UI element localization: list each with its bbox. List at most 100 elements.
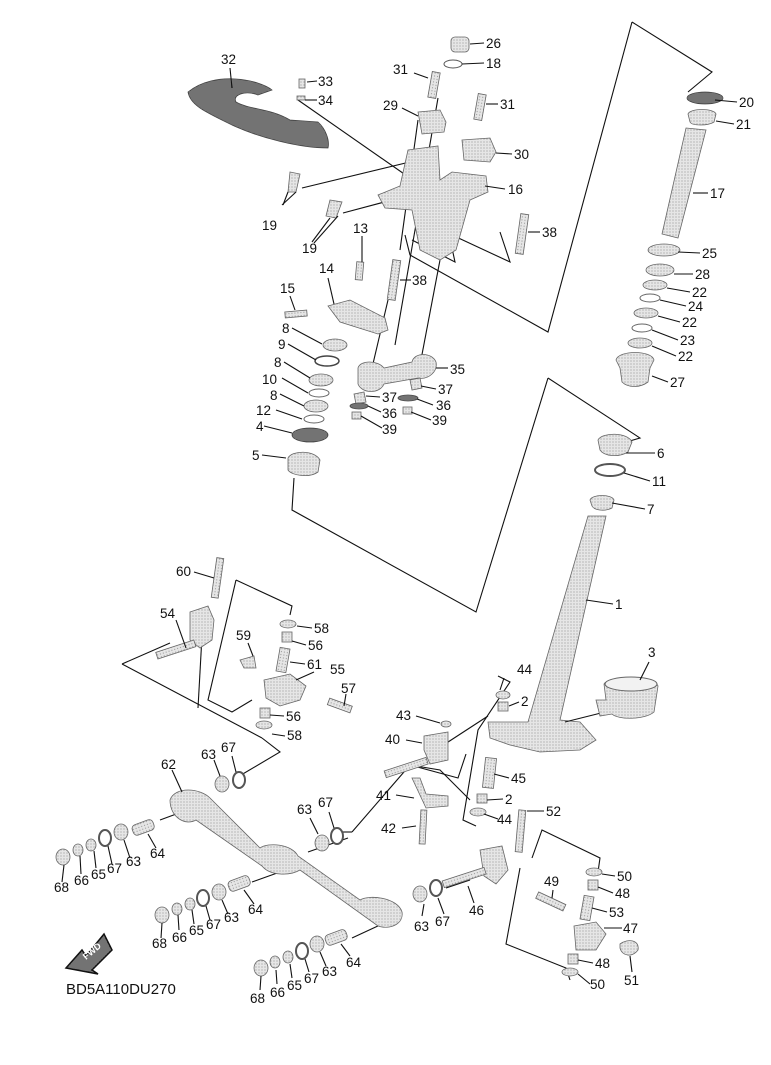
part-38-bolt-b[interactable] (386, 259, 402, 301)
callout-14[interactable]: 14 (319, 261, 335, 276)
part-40-arm[interactable] (423, 731, 449, 765)
callout-17[interactable]: 17 (710, 186, 725, 201)
part-63-washer-right[interactable] (412, 885, 428, 903)
callout-8-c[interactable]: 8 (270, 388, 278, 403)
part-54-arm[interactable] (189, 605, 215, 649)
part-59-clip[interactable] (239, 655, 257, 669)
callout-66-row1[interactable]: 66 (74, 873, 89, 888)
part-52-bolt[interactable] (514, 809, 527, 853)
callout-67-row3[interactable]: 67 (304, 971, 319, 986)
callout-67-row1[interactable]: 67 (107, 861, 122, 876)
callout-63-row3[interactable]: 63 (322, 964, 337, 979)
part-54-shaft[interactable] (155, 639, 197, 660)
part-24-ring[interactable] (639, 293, 661, 303)
callout-38-lower[interactable]: 38 (412, 273, 427, 288)
part-6-seal[interactable] (597, 433, 633, 456)
part-8-bearing-b[interactable] (308, 373, 334, 387)
part-14-arm[interactable] (327, 299, 389, 335)
callout-5[interactable]: 5 (252, 448, 260, 463)
callout-13[interactable]: 13 (353, 221, 368, 236)
callout-6[interactable]: 6 (657, 446, 665, 461)
callout-65-row1[interactable]: 65 (91, 867, 106, 882)
part-21-collar[interactable] (687, 109, 717, 126)
callout-37-right[interactable]: 37 (438, 382, 453, 397)
callout-63-mid[interactable]: 63 (297, 802, 312, 817)
part-57-bolt[interactable] (326, 697, 353, 714)
callout-2-upper[interactable]: 2 (521, 694, 529, 709)
callout-36-right[interactable]: 36 (436, 398, 451, 413)
callout-15[interactable]: 15 (280, 281, 295, 296)
part-17-tube[interactable] (661, 127, 707, 239)
callout-60[interactable]: 60 (176, 564, 191, 579)
callout-35[interactable]: 35 (450, 362, 465, 377)
callout-55[interactable]: 55 (330, 662, 345, 677)
part-39-nut-b[interactable] (402, 406, 413, 415)
callout-39-right[interactable]: 39 (432, 413, 447, 428)
part-11-ring[interactable] (594, 463, 626, 477)
callout-10[interactable]: 10 (262, 372, 277, 387)
callout-57[interactable]: 57 (341, 681, 356, 696)
part-44-washer-b[interactable] (469, 807, 487, 817)
part-58-washer-a[interactable] (279, 619, 297, 629)
callout-18[interactable]: 18 (486, 56, 501, 71)
part-50-washer-a[interactable] (585, 867, 603, 877)
part-47-arm[interactable] (573, 921, 607, 951)
callout-68-row1[interactable]: 68 (54, 880, 69, 895)
callout-44-upper[interactable]: 44 (517, 662, 533, 677)
part-7-collar[interactable] (589, 495, 615, 511)
callout-4[interactable]: 4 (256, 419, 264, 434)
callout-37-left[interactable]: 37 (382, 390, 397, 405)
callout-67-top[interactable]: 67 (221, 740, 236, 755)
callout-61[interactable]: 61 (307, 657, 322, 672)
part-12-ring[interactable] (303, 414, 325, 424)
callout-68-row2[interactable]: 68 (152, 936, 167, 951)
callout-9[interactable]: 9 (278, 337, 286, 352)
part-49-bolt[interactable] (535, 891, 567, 912)
part-41-bracket[interactable] (411, 777, 449, 809)
callout-22-b[interactable]: 22 (682, 315, 697, 330)
callout-8-b[interactable]: 8 (274, 355, 282, 370)
callout-33[interactable]: 33 (318, 74, 333, 89)
callout-22-a[interactable]: 22 (692, 285, 707, 300)
callout-28[interactable]: 28 (695, 267, 710, 282)
part-22-bearing-a[interactable] (642, 279, 668, 291)
callout-36-left[interactable]: 36 (382, 406, 397, 421)
callout-64-row2[interactable]: 64 (248, 902, 264, 917)
part-15-bolt[interactable] (284, 309, 308, 319)
part-34-washer[interactable] (296, 95, 306, 101)
part-42-bolt[interactable] (418, 809, 428, 845)
part-28-bearing[interactable] (645, 263, 675, 277)
callout-48-upper[interactable]: 48 (615, 886, 630, 901)
part-44-washer-a[interactable] (495, 690, 511, 700)
part-38-bolt-a[interactable] (514, 213, 530, 255)
callout-27[interactable]: 27 (670, 375, 685, 390)
callout-39-left[interactable]: 39 (382, 422, 397, 437)
callout-41[interactable]: 41 (376, 788, 391, 803)
callout-68-row3[interactable]: 68 (250, 991, 265, 1006)
part-10-ring[interactable] (308, 388, 330, 398)
callout-48-lower[interactable]: 48 (595, 956, 610, 971)
callout-66-row2[interactable]: 66 (172, 930, 187, 945)
callout-58-upper[interactable]: 58 (314, 621, 329, 636)
callout-31-upper[interactable]: 31 (393, 62, 408, 77)
part-46-arm[interactable] (479, 845, 509, 885)
part-53-pin[interactable] (579, 894, 595, 922)
part-67-ring-right[interactable] (429, 879, 443, 897)
callout-38-upper[interactable]: 38 (542, 225, 557, 240)
part-8-bearing-c[interactable] (303, 399, 329, 413)
part-26-cap[interactable] (450, 36, 470, 53)
callout-32[interactable]: 32 (221, 52, 236, 67)
part-5-cup[interactable] (287, 451, 321, 476)
part-8-bearing-a[interactable] (322, 338, 348, 352)
callout-52[interactable]: 52 (546, 804, 561, 819)
callout-11[interactable]: 11 (652, 474, 666, 489)
part-31-bolt-b[interactable] (473, 93, 487, 121)
part-2-bushing-a[interactable] (497, 701, 509, 712)
part-63-washer-top[interactable] (214, 775, 230, 793)
callout-8-a[interactable]: 8 (282, 321, 290, 336)
part-20-washer[interactable] (686, 91, 724, 105)
part-67-ring-mid[interactable] (330, 827, 344, 845)
part-36-ring-a[interactable] (349, 402, 369, 410)
part-23-ring[interactable] (631, 323, 653, 333)
part-22-bearing-c[interactable] (627, 337, 653, 349)
